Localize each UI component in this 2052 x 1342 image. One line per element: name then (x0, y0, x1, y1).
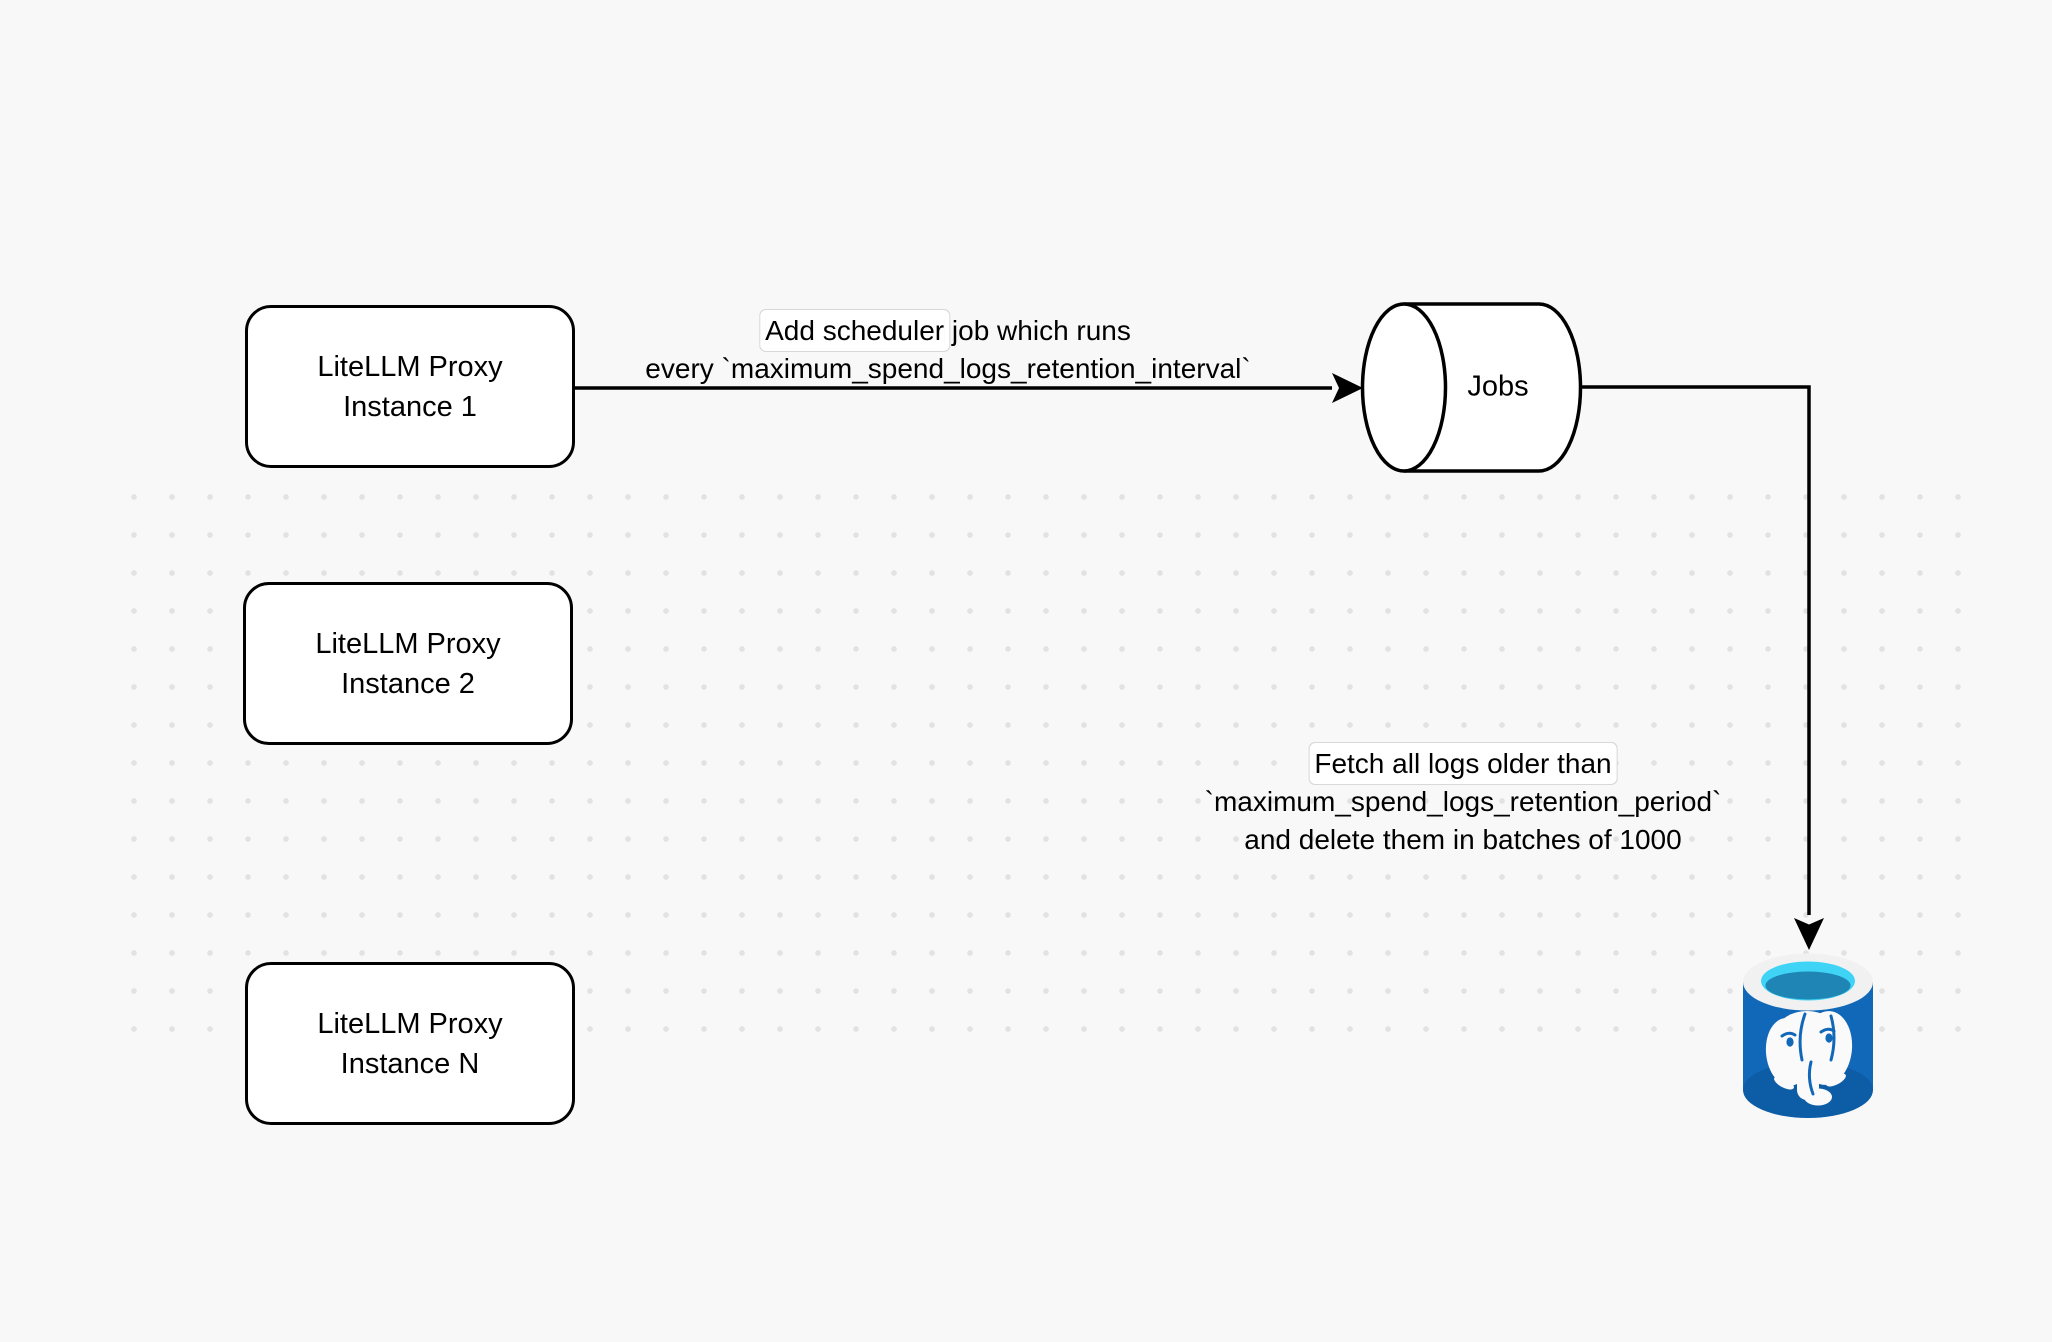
jobs-cylinder (1360, 302, 1583, 473)
jobs-node-label: Jobs (1467, 370, 1529, 403)
edge-label-scheduler-boxed-text: Add scheduler (765, 315, 945, 346)
edge-label-cleanup-boxed-text: Fetch all logs older than (1314, 748, 1612, 779)
edge-label-scheduler-line2: every `maximum_spend_logs_retention_inte… (645, 353, 1251, 384)
postgresql-database-icon (1743, 953, 1873, 1118)
node-litellm-proxy-instance-1: LiteLLM Proxy Instance 1 (245, 305, 575, 468)
edge-label-scheduler-line1-rest: job which runs (944, 315, 1131, 346)
edge-label-cleanup-line1: Fetch all logs older than (1205, 745, 1722, 783)
arrowhead-cleanup (1794, 918, 1824, 950)
dot-grid-background (115, 478, 1979, 1046)
edge-cleanup-line (1580, 385, 1811, 915)
jobs-cylinder-body (1404, 302, 1583, 473)
edge-label-cleanup-line2: `maximum_spend_logs_retention_period` (1204, 786, 1722, 817)
jobs-cylinder-cap (1360, 302, 1448, 473)
edge-label-cleanup: Fetch all logs older than `maximum_spend… (1204, 745, 1722, 859)
edge-label-scheduler: Add scheduler job which runs every `maxi… (645, 312, 1251, 388)
node-litellm-proxy-instance-2: LiteLLM Proxy Instance 2 (243, 582, 573, 745)
postgres-elephant (1765, 1011, 1853, 1106)
edge-label-scheduler-line1: Add scheduler job which runs (645, 312, 1250, 350)
edge-label-cleanup-line3: and delete them in batches of 1000 (1244, 824, 1682, 855)
node-litellm-proxy-instance-n: LiteLLM Proxy Instance N (245, 962, 575, 1125)
arrowhead-schedule (1332, 373, 1363, 403)
postgres-liquid-deep (1765, 971, 1851, 1000)
edge-group (575, 302, 1811, 915)
